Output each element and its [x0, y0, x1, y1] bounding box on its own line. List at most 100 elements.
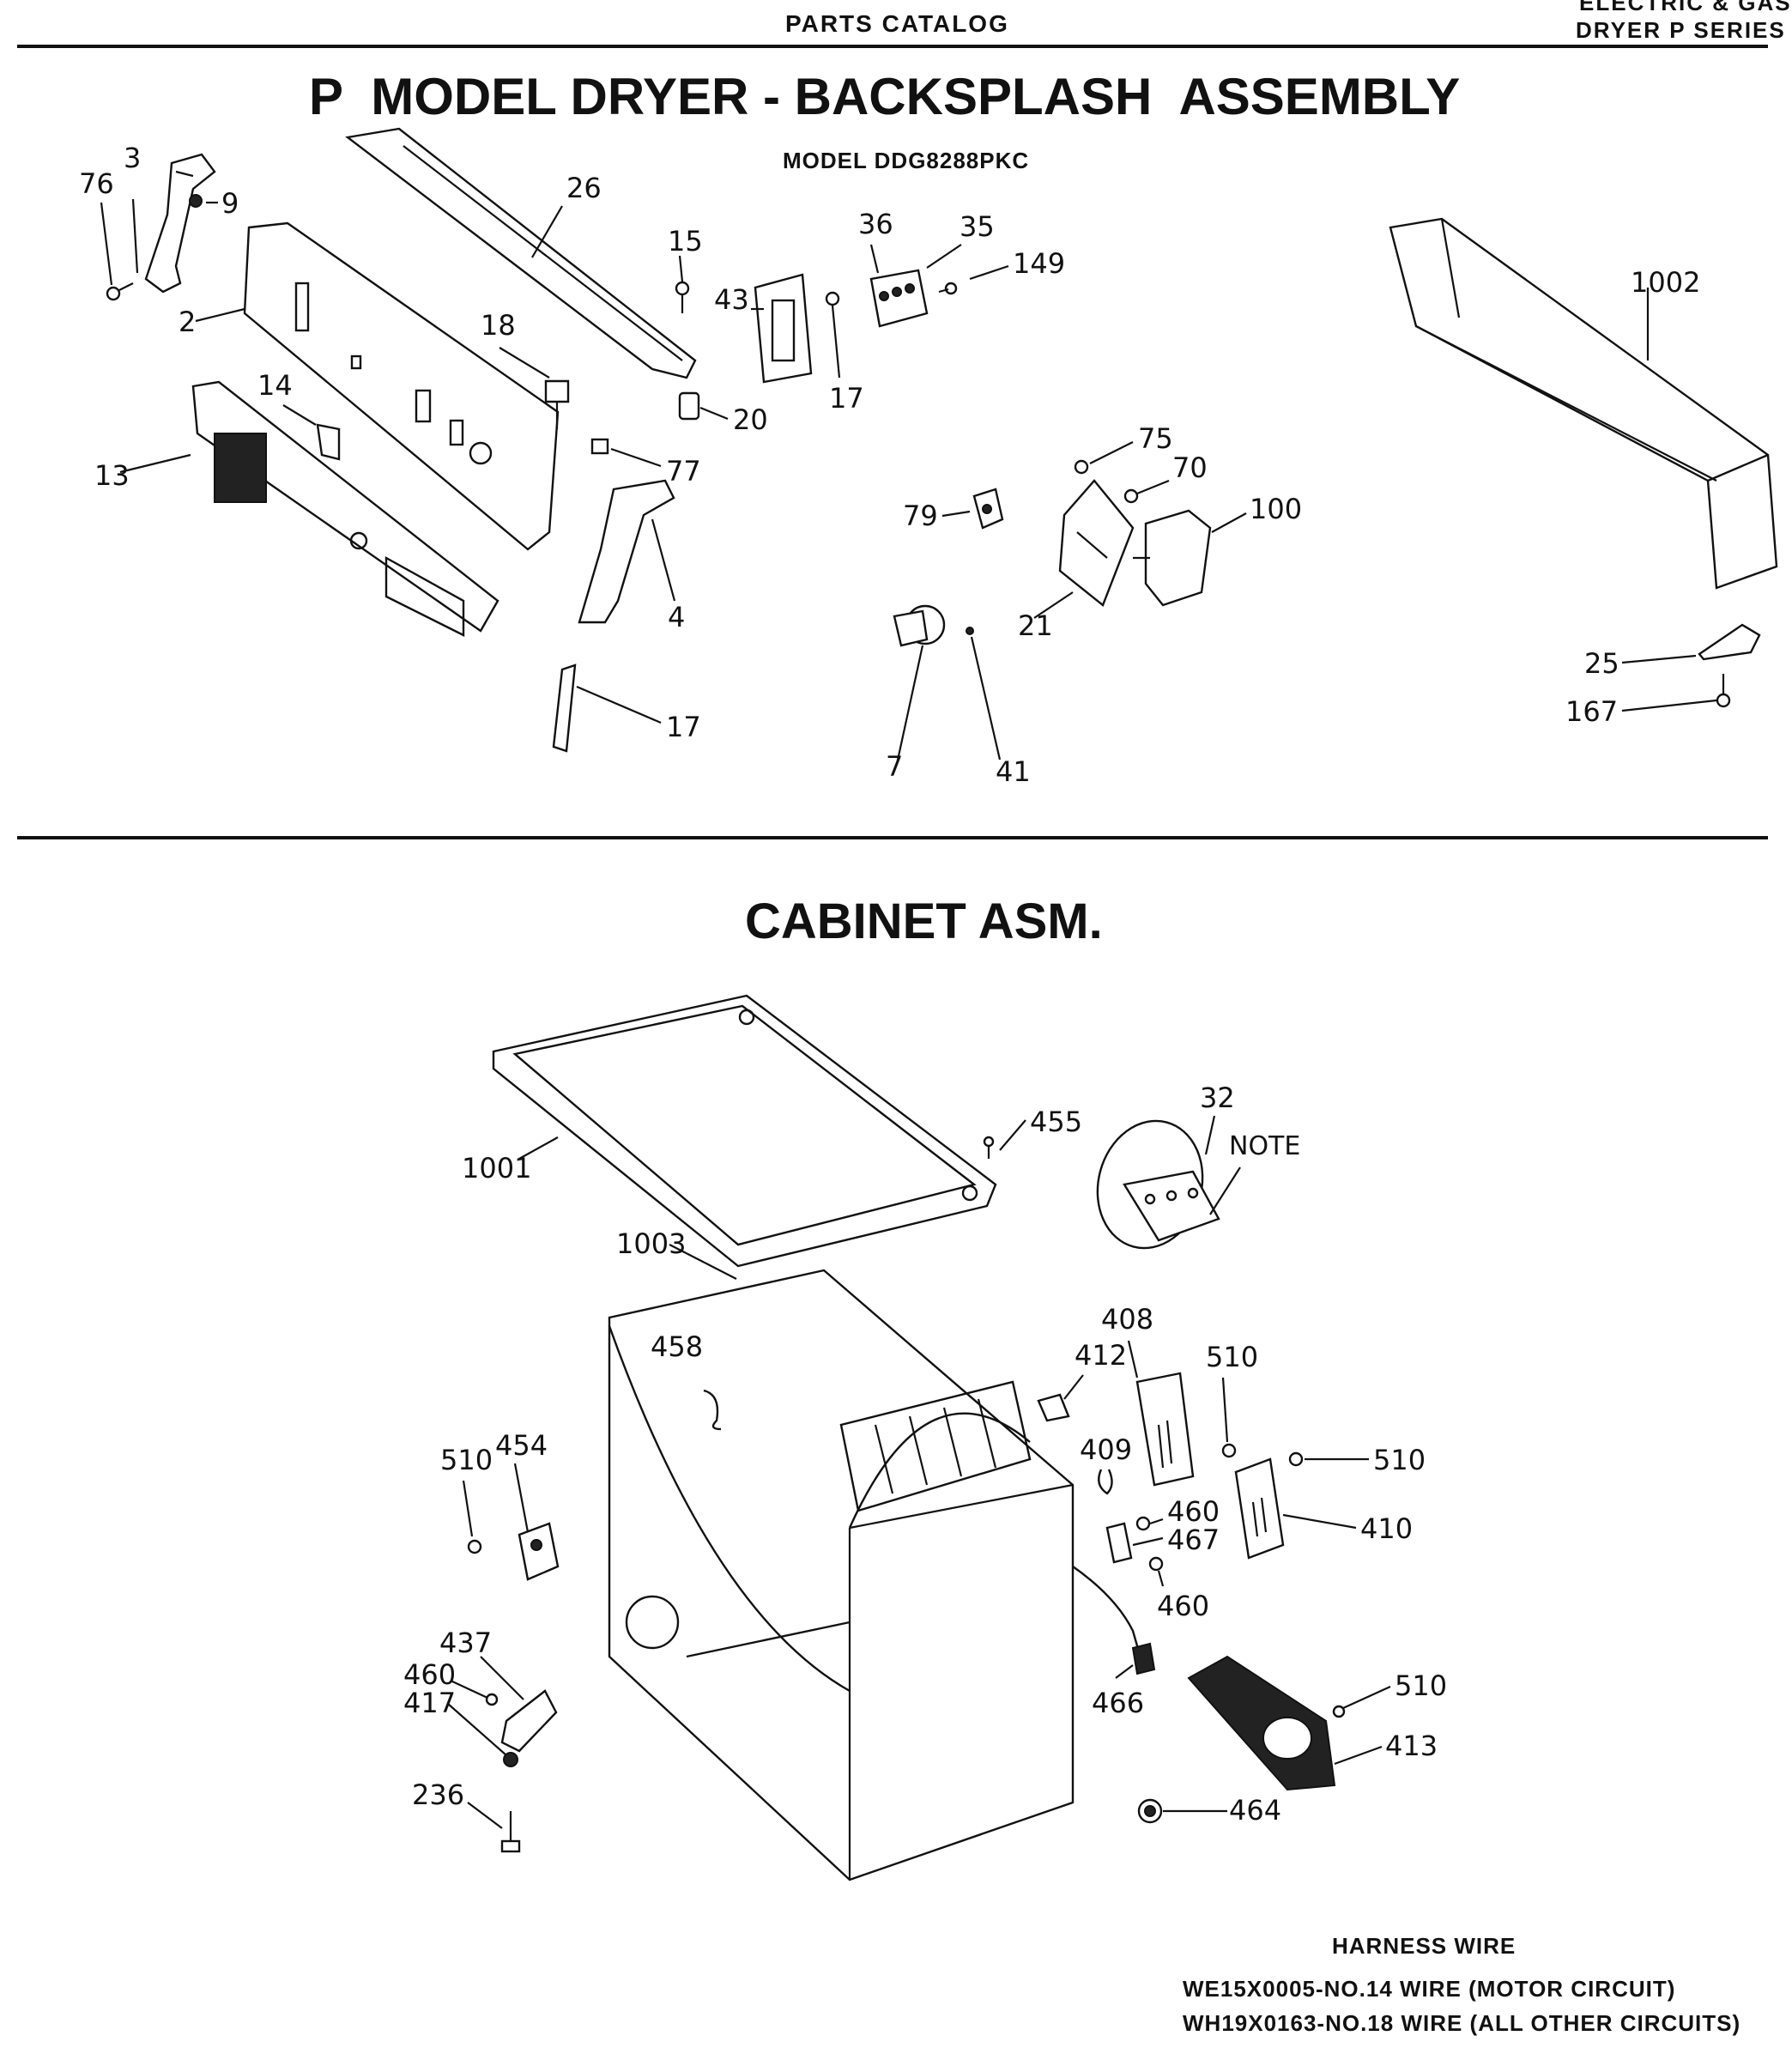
callout-4: 4 [668, 601, 685, 633]
callout-43: 43 [714, 283, 749, 316]
wire-clip-409 [1098, 1469, 1113, 1495]
callout-460-b: 460 [1157, 1590, 1209, 1622]
bulkhead-413 [1187, 1655, 1336, 1791]
screw-15 [675, 281, 690, 313]
callout-17-upper: 17 [829, 382, 864, 415]
callout-14: 14 [257, 369, 293, 402]
top-panel-1001 [492, 994, 997, 1268]
callout-458: 458 [651, 1330, 703, 1363]
callout-510-c: 510 [1395, 1669, 1447, 1702]
end-cap-4 [578, 479, 675, 624]
callout-417: 417 [403, 1687, 456, 1719]
series-header-line1: ELECTRIC & GAS [1579, 0, 1792, 15]
callout-79: 79 [903, 500, 938, 532]
callout-455: 455 [1030, 1106, 1082, 1138]
knob-7 [893, 604, 946, 647]
callout-412: 412 [1075, 1339, 1127, 1372]
terminal-467 [1105, 1522, 1133, 1564]
cabinet-1003 [608, 1269, 1075, 1881]
callout-1003: 1003 [616, 1227, 686, 1260]
callout-454: 454 [495, 1429, 548, 1462]
switch-79 [972, 488, 1004, 530]
callout-409: 409 [1080, 1433, 1132, 1466]
leveling-leg-236 [500, 1811, 521, 1853]
callout-467: 467 [1167, 1524, 1220, 1556]
bracket-25 [1698, 623, 1761, 661]
screw-70 [1123, 488, 1139, 504]
clip-14 [316, 423, 341, 461]
callout-510-a: 510 [1206, 1341, 1258, 1373]
foot-464 [1137, 1798, 1163, 1824]
bracket-43 [754, 273, 813, 384]
nut-9 [189, 194, 203, 208]
callout-167: 167 [1565, 695, 1618, 728]
clip-77 [590, 438, 609, 455]
cover-410 [1234, 1457, 1285, 1560]
callout-464: 464 [1229, 1794, 1281, 1827]
screw-460-a [1135, 1516, 1151, 1531]
callout-20: 20 [733, 403, 768, 436]
strip-17-lower [552, 663, 577, 753]
callout-510-d: 510 [440, 1444, 493, 1476]
callout-413: 413 [1385, 1730, 1438, 1762]
callout-7: 7 [886, 750, 903, 783]
callout-408: 408 [1101, 1303, 1153, 1336]
set-screw-41 [966, 627, 974, 635]
callout-466: 466 [1092, 1687, 1144, 1719]
screw-149 [938, 282, 958, 295]
series-header-line2: DRYER P SERIES [1576, 17, 1786, 43]
callout-1002: 1002 [1631, 266, 1700, 299]
callout-15: 15 [668, 225, 703, 258]
callout-510-b: 510 [1373, 1444, 1426, 1476]
screw-167 [1716, 674, 1731, 708]
callout-32: 32 [1200, 1082, 1235, 1114]
harness-line-1: WE15X0005-NO.14 WIRE (MOTOR CIRCUIT) [1183, 1976, 1676, 2002]
bracket-437 [500, 1689, 558, 1753]
callout-149: 149 [1013, 247, 1065, 280]
callout-70: 70 [1172, 451, 1208, 484]
callout-3: 3 [124, 142, 141, 174]
callout-410: 410 [1360, 1512, 1413, 1545]
callout-21: 21 [1018, 609, 1053, 642]
callout-77: 77 [666, 455, 701, 488]
model-number: MODEL DDG8288PKC [783, 148, 1030, 173]
screw-510-a [1221, 1443, 1237, 1458]
clip-412 [1037, 1393, 1070, 1422]
harness-line-2: WH19X0163-NO.18 WIRE (ALL OTHER CIRCUITS… [1183, 2010, 1741, 2036]
trim-strip-26 [345, 127, 697, 379]
harness-title: HARNESS WIRE [1332, 1933, 1517, 1959]
callout-1001: 1001 [462, 1152, 531, 1184]
callout-9: 9 [221, 187, 239, 220]
callout-100: 100 [1250, 493, 1302, 525]
end-cap-left [144, 153, 216, 294]
catalog-header: PARTS CATALOG [785, 10, 1009, 37]
backsplash-console-13 [191, 380, 499, 637]
backsplash-title: P MODEL DRYER - BACKSPLASH ASSEMBLY [309, 68, 1461, 125]
callout-2: 2 [179, 306, 196, 338]
callout-36: 36 [858, 208, 893, 240]
screw-76 [106, 282, 134, 301]
callout-437: 437 [439, 1627, 492, 1659]
section-divider [17, 836, 1768, 839]
terminal-block-36 [869, 269, 929, 328]
screw-75 [1074, 459, 1089, 475]
screw-18 [544, 379, 570, 429]
callout-13: 13 [94, 459, 130, 492]
screw-510-d [467, 1539, 482, 1554]
hook-458 [703, 1389, 722, 1431]
harness-466 [1072, 1566, 1156, 1675]
header-rule [17, 45, 1768, 48]
screw-510-b [1288, 1451, 1304, 1467]
control-panel-2 [243, 221, 560, 551]
callout-18: 18 [481, 309, 516, 342]
timer-100 [1133, 509, 1212, 607]
screw-510-c [1332, 1705, 1346, 1718]
bracket-454 [518, 1522, 560, 1581]
backsplash-housing-1002 [1389, 217, 1778, 590]
mounting-plate-21 [1058, 479, 1135, 607]
screw-455 [983, 1136, 995, 1159]
cover-408 [1135, 1372, 1195, 1487]
gasket-32 [1096, 1119, 1220, 1250]
